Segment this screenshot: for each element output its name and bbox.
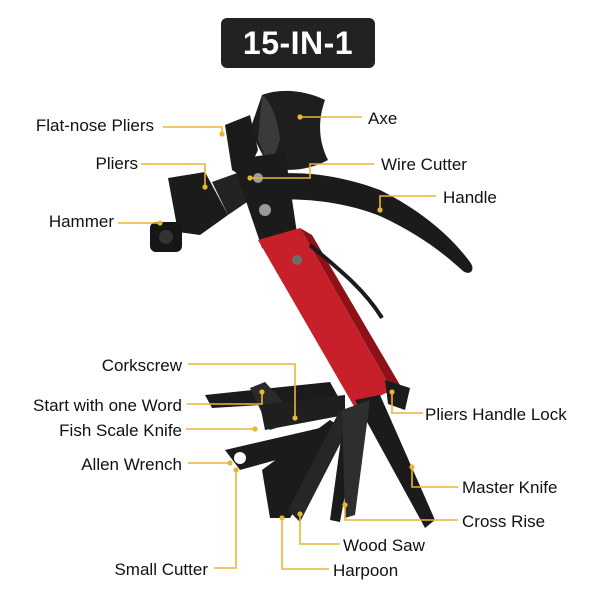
label-allen-wrench: Allen Wrench bbox=[81, 455, 182, 474]
label-flat-nose-pliers: Flat-nose Pliers bbox=[35, 116, 154, 135]
label-pliers: Pliers bbox=[95, 154, 138, 173]
red-handle bbox=[258, 228, 392, 408]
master-knife-tool bbox=[355, 395, 435, 528]
label-small-cutter: Small Cutter bbox=[114, 560, 208, 579]
title-text: 15-IN-1 bbox=[242, 24, 354, 61]
hammer-head bbox=[168, 172, 228, 235]
title-badge: 15-IN-1 bbox=[221, 18, 375, 68]
label-corkscrew: Corkscrew bbox=[101, 356, 182, 375]
allen-wrench-tool bbox=[225, 428, 330, 470]
wood-saw-tool bbox=[288, 410, 355, 522]
label-cross-rise: Cross Rise bbox=[462, 512, 546, 531]
label-wire-cutter: Wire Cutter bbox=[381, 155, 467, 174]
label-hammer: Hammer bbox=[48, 212, 114, 231]
corkscrew-tool bbox=[260, 395, 345, 430]
wire-spring bbox=[308, 243, 384, 320]
label-harpoon: Harpoon bbox=[333, 561, 399, 580]
cross-rise-tool bbox=[342, 400, 370, 518]
label-fish-scale-knife: Fish Scale Knife bbox=[59, 421, 182, 440]
label-wood-saw: Wood Saw bbox=[343, 536, 425, 555]
handle-arm bbox=[262, 173, 473, 273]
label-handle: Handle bbox=[443, 188, 497, 207]
label-pliers-handle-lock: Pliers Handle Lock bbox=[425, 405, 567, 424]
handle-lock bbox=[385, 380, 410, 410]
label-master-knife: Master Knife bbox=[462, 478, 558, 497]
label-axe: Axe bbox=[368, 109, 398, 128]
label-start-with-one-word: Start with one Word bbox=[33, 396, 182, 415]
